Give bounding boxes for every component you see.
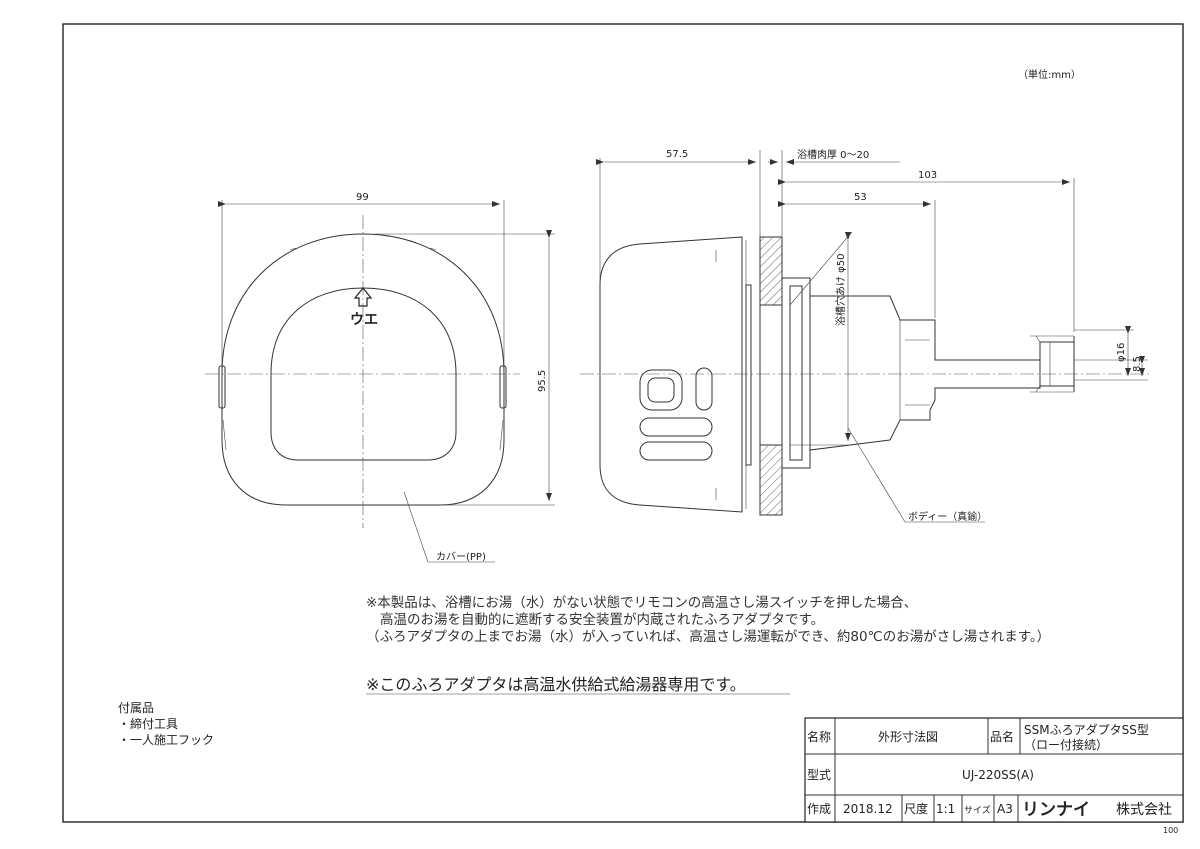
cover-side-outline [599,236,743,513]
side-view: 57.5 浴槽肉厚 0〜20 103 53 浴槽穴あけ φ50 φ16 8.5 … [580,148,1150,523]
product-label: 品名 [990,729,1014,744]
drawing-frame [62,23,1184,823]
product-value-1: SSMふろアダプタSS型 [1024,722,1149,737]
front-view: ウエ 99 95.5 カバー(PP) [205,192,555,563]
accessory-item: ・一人施工フック [118,733,214,747]
model-label: 型式 [807,768,831,782]
dim-99: 99 [356,192,369,203]
up-arrow-icon [353,287,373,307]
cover-window [270,287,457,461]
cover-outline [221,233,505,506]
name-value: 外形寸法図 [878,730,938,744]
body-outline [809,295,1041,451]
model-value: UJ-220SS(A) [962,768,1034,782]
tub-wall-upper [759,236,783,306]
scale-label: 尺度 [904,801,928,816]
product-value-2: （ロー付接続） [1024,737,1108,752]
up-label: ウエ [350,312,378,328]
title-block: 名称 外形寸法図 品名 SSMふろアダプタSS型 （ロー付接続） 型式 UJ-2… [804,717,1184,823]
brand-logo: リンナイ [1022,800,1090,820]
size-value: A3 [997,802,1013,816]
note-line-1: ※本製品は、浴槽にお湯（水）がない状態でリモコンの高温さし湯スイッチを押した場合… [366,594,917,611]
dim-8-5: 8.5 [1132,356,1143,372]
dim-d16: φ16 [1116,343,1127,362]
made-value: 2018.12 [843,802,893,816]
accessories-title: 付属品 [118,701,154,715]
dim-tub-wall: 浴槽肉厚 0〜20 [797,148,869,161]
tub-wall-lower [759,444,783,516]
note-line-3: （ふろアダプタの上までお湯（水）が入っていれば、高温さし湯運転ができ、約80℃の… [366,628,1050,645]
dim-hole-d50: 浴槽穴あけ φ50 [834,254,847,327]
size-label: サイズ [964,804,991,816]
made-label: 作成 [807,802,831,816]
dim-57-5: 57.5 [666,149,688,160]
cover-label: カバー(PP) [436,551,486,563]
accessory-item: ・締付工具 [118,716,178,731]
dim-53: 53 [854,192,867,203]
accessories: 付属品 ・締付工具 ・一人施工フック [118,701,214,747]
company-suffix: 株式会社 [1116,802,1172,818]
note-line-2: 高温のお湯を自動的に遮断する安全装置が内蔵されたふろアダプタです。 [380,611,824,628]
note-emphasis: ※このふろアダプタは高温水供給式給湯器専用です。 [366,675,746,694]
name-label: 名称 [807,729,831,744]
dim-95-5: 95.5 [537,370,548,392]
dim-103: 103 [918,170,937,181]
scale-value: 1:1 [936,802,955,816]
body-label: ボディー（真鍮） [908,510,987,523]
unit-note: （単位:mm） [1018,68,1081,81]
sheet-number: 100 [1163,826,1178,835]
notes: ※本製品は、浴槽にお湯（水）がない状態でリモコンの高温さし湯スイッチを押した場合… [366,594,1050,695]
